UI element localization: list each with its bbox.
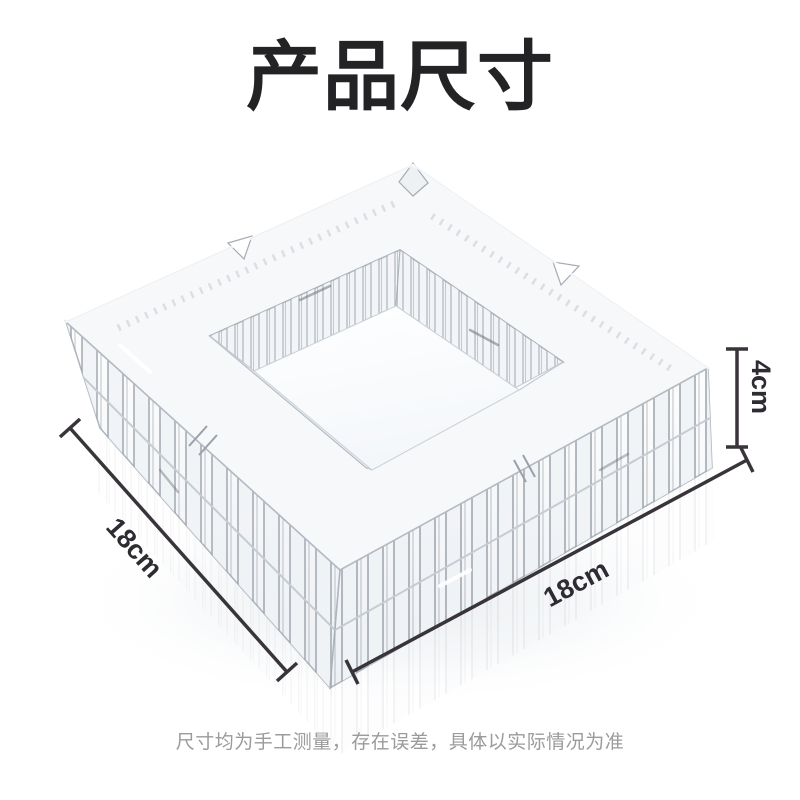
measurement-disclaimer: 尺寸均为手工测量，存在误差，具体以实际情况为准: [175, 732, 625, 753]
dimension-line-left: [58, 417, 299, 683]
dimension-label-height: 4cm: [746, 360, 776, 414]
rim-texture-left: [116, 198, 400, 332]
dimension-line-height: [726, 347, 748, 449]
ashtray-photo: [63, 161, 733, 756]
ashtray-outer-face-left: [64, 319, 341, 690]
dimension-line-bottom: [344, 447, 755, 685]
notch-back-right-edge: [552, 261, 581, 287]
ashtray-bowl-bottom: [253, 305, 520, 471]
groove-front-left: [188, 425, 218, 456]
notch-back-corner: [398, 161, 429, 197]
rim-texture-right: [430, 213, 678, 375]
groove-front-right: [513, 454, 536, 483]
ashtray-reflection-right: [330, 468, 715, 756]
page-title: 产品尺寸: [246, 35, 554, 120]
glass-glints: [64, 163, 710, 588]
